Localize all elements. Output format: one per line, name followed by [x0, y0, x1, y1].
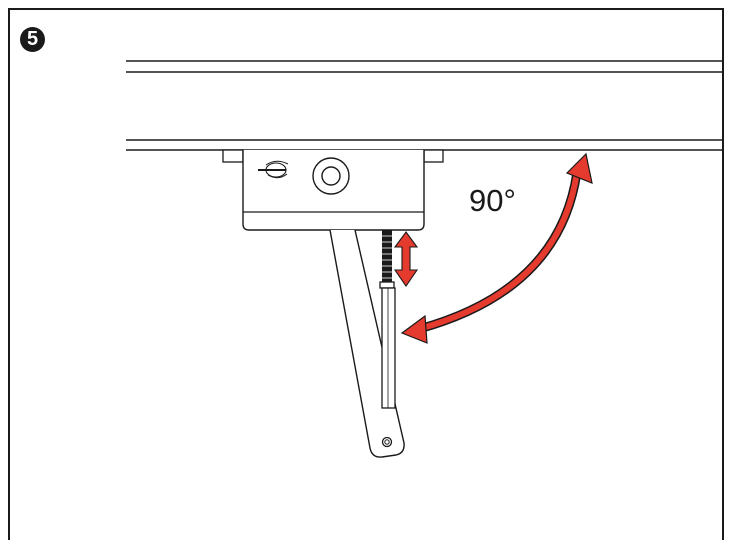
border-frame	[8, 8, 724, 540]
angle-label: 90°	[469, 183, 516, 218]
adjust-double-arrow-icon	[393, 231, 419, 287]
step-number-badge: 5	[20, 27, 45, 52]
operator-housing	[222, 149, 444, 231]
beam	[126, 60, 723, 151]
brand-logo-icon	[258, 160, 289, 179]
angle-double-arrow-icon	[400, 152, 593, 344]
threaded-rod	[379, 230, 396, 409]
